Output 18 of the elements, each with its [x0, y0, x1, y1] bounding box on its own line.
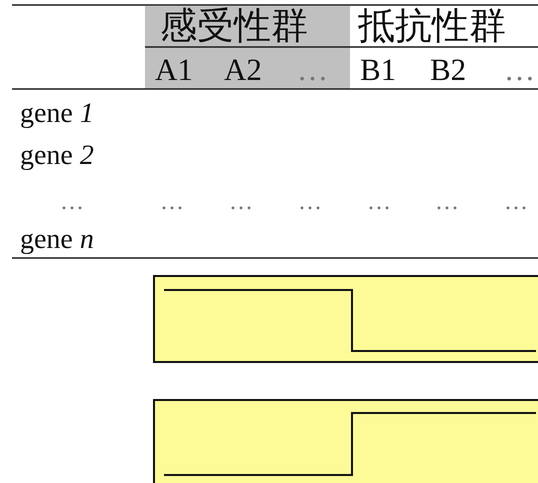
ellipsis: … — [367, 190, 391, 214]
ellipsis: … — [229, 190, 253, 214]
ellipsis: … — [297, 54, 328, 85]
ellipsis: … — [298, 190, 322, 214]
row-label: gene 2 — [20, 142, 94, 170]
group-header: 抵抗性群 — [358, 8, 506, 45]
ellipsis: … — [435, 190, 459, 214]
row-label: gene 1 — [20, 100, 94, 128]
ellipsis: … — [504, 54, 535, 85]
ellipsis: … — [60, 190, 84, 214]
row-label: gene n — [20, 226, 94, 254]
ellipsis: … — [504, 190, 528, 214]
sample-label: A2 — [224, 54, 262, 85]
ellipsis: … — [160, 190, 184, 214]
sample-label: A1 — [155, 54, 193, 85]
group-header: 感受性群 — [160, 8, 308, 45]
sample-label: B1 — [360, 54, 396, 85]
sample-label: B2 — [430, 54, 466, 85]
